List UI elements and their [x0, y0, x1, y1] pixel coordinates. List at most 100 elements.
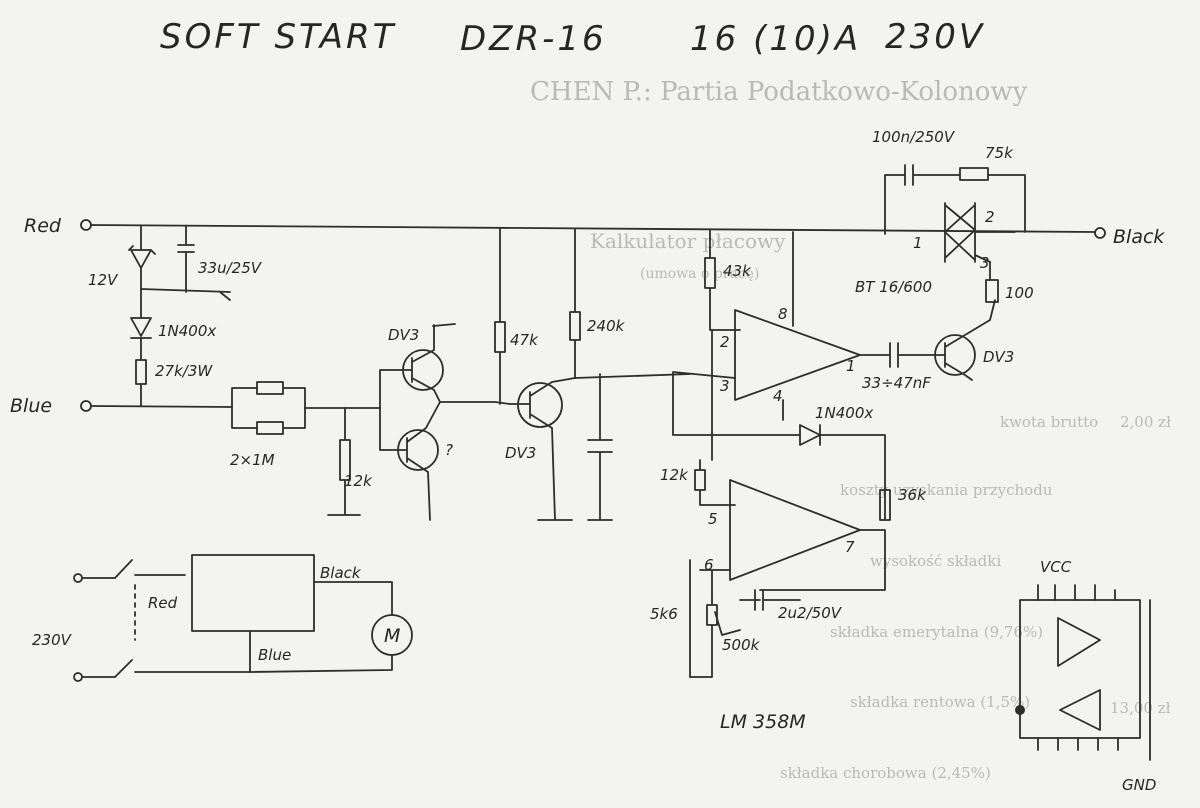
ic-opamps-icon [1057, 617, 1101, 731]
zener-icon [128, 245, 156, 269]
resistor-43k-label: 43k [723, 262, 752, 280]
resistor-36k-icon [759, 489, 891, 591]
triac-pin2-label: 2 [985, 208, 995, 226]
resistor-12k-b-label: 12k [660, 466, 689, 484]
timing-cap-2-label: 2u2/50V [778, 604, 843, 622]
title-current: 16 (10)A [690, 19, 861, 59]
positive-rail [90, 224, 1096, 233]
transistor-mid-icon [517, 382, 563, 428]
ghost-row2: koszty uzyskania przychodu [840, 481, 1053, 499]
transistor-out-label: DV3 [983, 348, 1014, 366]
resistor-12k-b-icon [694, 459, 736, 506]
ghost-heading: CHEN P.: Partia Podatkowo-Kolonowy [530, 77, 1028, 107]
coupling-cap-label: 33÷47nF [862, 374, 931, 392]
transistor-bottom-mark: ? [445, 441, 453, 459]
resistor-240k-icon [569, 228, 581, 379]
red-label: Red [24, 215, 62, 237]
resistor-36k-label: 36k [898, 486, 927, 504]
device-box [191, 554, 315, 632]
switch-top-icon [81, 559, 186, 579]
pin4-label: 4 [773, 387, 783, 405]
ghost-row4: składka emerytalna (9,76%) [830, 623, 1043, 641]
resistor-100-icon [985, 261, 999, 303]
feedback-diode-icon [799, 424, 886, 521]
opamp-a-icon [734, 309, 861, 401]
title-model: DZR-16 [460, 19, 607, 59]
supply-cap-label: 33u/25V [198, 259, 263, 277]
pin2-label: 2 [720, 333, 730, 351]
resistor-100-label: 100 [1005, 284, 1034, 302]
labels: Red Blue Black 12V 33u/25V 1N400x 27k/3W… [10, 128, 1165, 794]
background-show-through: CHEN P.: Partia Podatkowo-Kolonowy Kalku… [530, 77, 1171, 782]
pin3-label: 3 [720, 377, 730, 395]
title-name: SOFT START [160, 17, 396, 57]
wiring-black-label: Black [320, 564, 362, 582]
ghost-right1: 2,00 zł [1120, 413, 1171, 431]
resistor-5k6-icon [689, 599, 718, 678]
supply-resistor-label: 27k/3W [155, 362, 213, 380]
transistor-mid-label: DV3 [505, 444, 536, 462]
mains-label: 230V [32, 631, 73, 649]
resistor-12k-a-icon [327, 407, 361, 516]
ghost-caption: (umowa o pracę) [640, 266, 759, 282]
opamp-b-icon [729, 479, 861, 581]
input-resistors-label: 2×1M [230, 451, 275, 469]
black-label: Black [1113, 226, 1165, 248]
resistor-47k-icon [494, 227, 506, 405]
input-resistors-icon [231, 381, 306, 435]
ghost-row6: składka chorobowa (2,45%) [780, 764, 991, 782]
wiring-red-label: Red [148, 594, 178, 612]
red-terminal-icon [80, 219, 92, 231]
main-wiring [80, 164, 1106, 678]
snubber-cap-label: 100n/250V [872, 128, 956, 146]
supply-resistor-icon [135, 337, 147, 407]
pin8-label: 8 [778, 305, 788, 323]
ghost-row3: wysokość składki [870, 552, 1001, 570]
pin1-dot-icon [1015, 705, 1025, 715]
ic-label: LM 358M [720, 711, 806, 733]
vcc-label: VCC [1040, 558, 1072, 576]
blue-wire [90, 405, 233, 408]
feedback-diode-label: 1N400x [815, 404, 873, 422]
wiring-blue-label: Blue [258, 646, 291, 664]
supply-diode-icon [130, 317, 152, 339]
black-terminal-icon [1094, 227, 1106, 239]
wiring-diagram [73, 554, 413, 682]
resistor-47k-label: 47k [510, 331, 539, 349]
triac-pin3-label: 3 [980, 254, 990, 272]
blue-label: Blue [10, 395, 52, 417]
gnd-label: GND [1122, 776, 1156, 794]
triac-pin1-label: 1 [913, 234, 923, 252]
ic-pinout [1015, 584, 1151, 761]
coupling-cap-icon [859, 342, 936, 368]
supply-cap-icon [177, 244, 195, 253]
pin5-label: 5 [708, 510, 718, 528]
snubber-icon [884, 164, 1026, 235]
resistor-240k-label: 240k [587, 317, 626, 335]
ghost-subheading: Kalkulator płacowy [590, 229, 786, 253]
pin6-label: 6 [704, 556, 714, 574]
zener-label: 12V [88, 271, 119, 289]
resistor-43k-icon [704, 229, 741, 331]
ghost-row1: kwota brutto [1000, 413, 1098, 431]
trimmer-icon [714, 611, 741, 636]
supply-diode-label: 1N400x [158, 322, 216, 340]
title-voltage: 230V [885, 17, 985, 57]
motor-icon [371, 614, 413, 656]
title-block: SOFT START DZR-16 16 (10)A 230V [160, 17, 985, 59]
snubber-resistor-label: 75k [985, 144, 1014, 162]
timing-cap-icon [587, 373, 613, 521]
switch-bottom-icon [81, 630, 251, 678]
trimmer-label: 500k [722, 636, 761, 654]
pin1-label: 1 [846, 357, 856, 375]
motor-label: M [384, 625, 400, 647]
pin7-label: 7 [845, 538, 855, 556]
resistor-12k-a-label: 12k [344, 472, 373, 490]
triac-icon [944, 202, 1016, 263]
blue-terminal-icon [80, 400, 92, 412]
transistor-top-label: DV3 [388, 326, 419, 344]
ic-package-icon [1019, 599, 1141, 739]
timing-cap-2-icon [699, 569, 801, 611]
resistor-5k6-label: 5k6 [650, 605, 678, 623]
